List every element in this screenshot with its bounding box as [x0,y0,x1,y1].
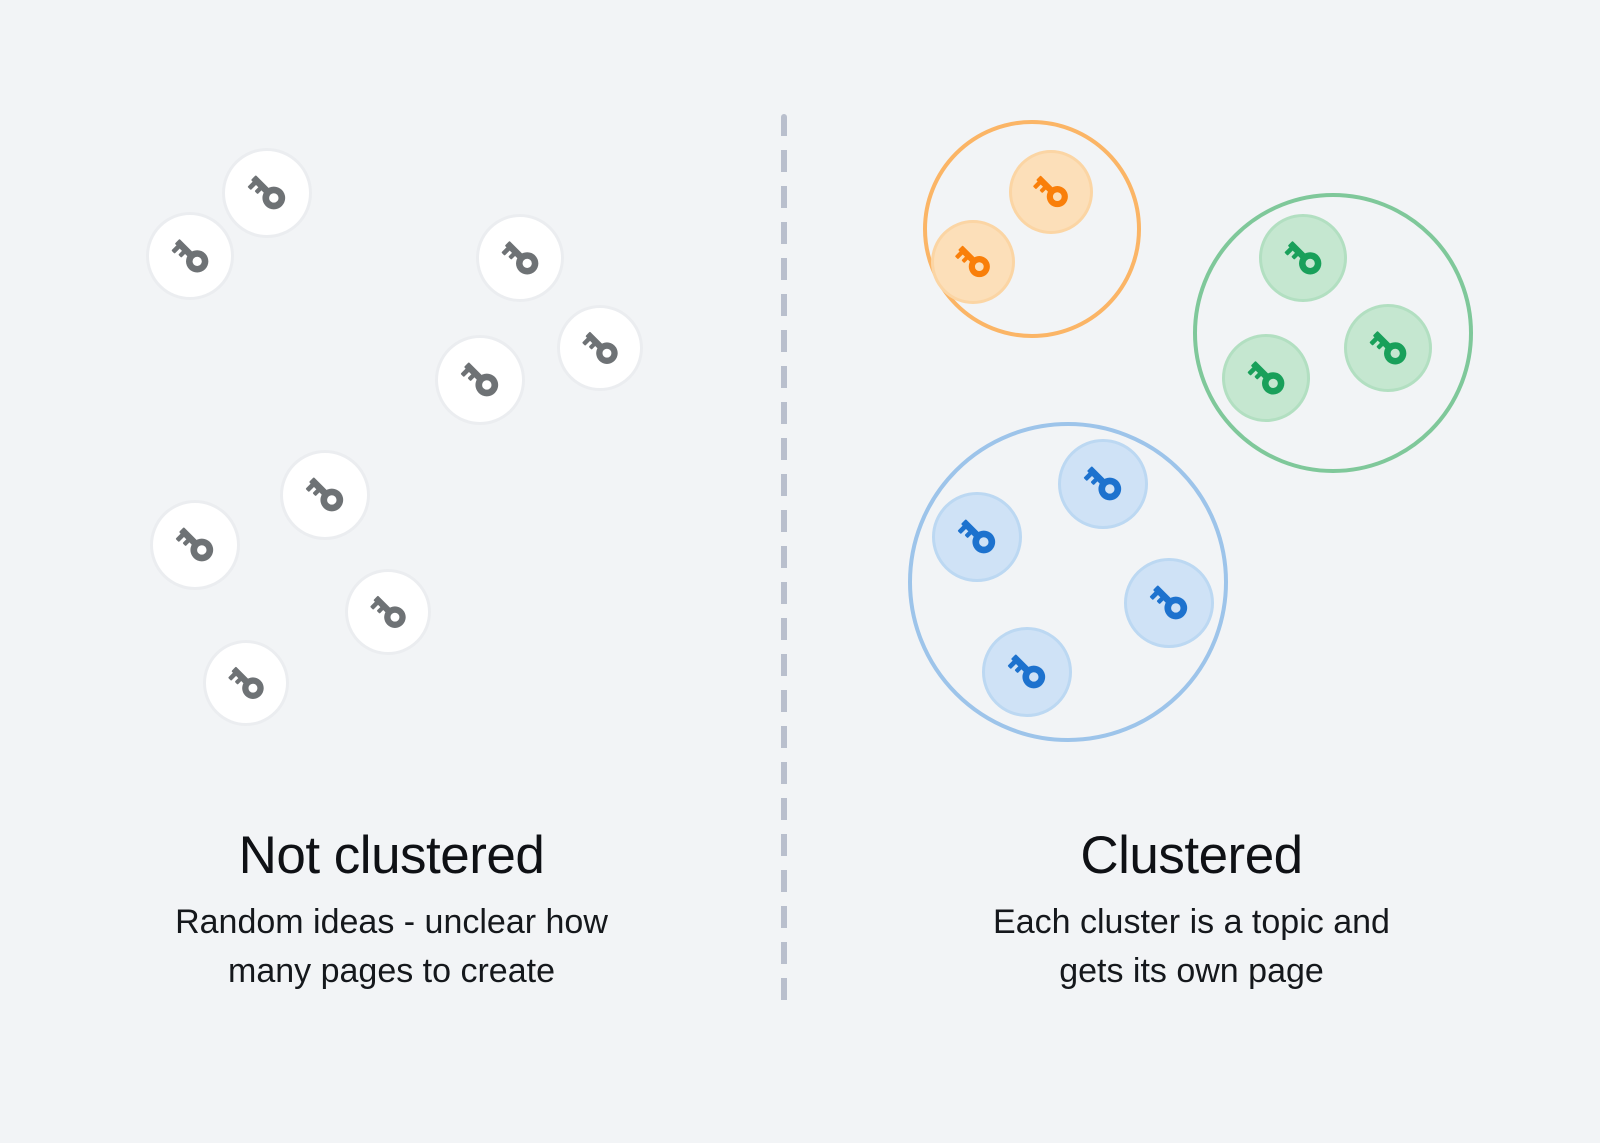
key-node[interactable] [146,212,234,300]
key-icon [501,240,538,275]
key-node[interactable] [931,220,1015,304]
key-icon [175,527,214,562]
clustered-subtitle: Each cluster is a topic and gets its own… [993,903,1390,991]
key-node[interactable] [476,214,564,302]
panel-clustered: Clustered Each cluster is a topic and ge… [783,0,1600,1143]
key-node[interactable] [345,569,431,655]
clustered-title: Clustered [1080,826,1303,885]
key-icon [1149,585,1188,620]
cluster-green-ring[interactable] [1193,193,1473,473]
key-node[interactable] [557,305,643,391]
cluster-orange-ring[interactable] [923,120,1141,338]
key-icon [1369,330,1406,365]
key-icon [957,519,996,554]
panel-not-clustered: Not clustered Random ideas - unclear how… [0,0,783,1143]
key-icon [1083,466,1122,501]
key-node[interactable] [932,492,1022,582]
key-icon [171,238,208,273]
caption-not-clustered: Not clustered Random ideas - unclear how… [0,826,783,997]
key-icon [1247,360,1284,395]
key-node[interactable] [1058,439,1148,529]
key-node[interactable] [1009,150,1093,234]
cluster-blue-ring[interactable] [908,422,1228,742]
key-icon [581,331,618,364]
key-node[interactable] [280,450,370,540]
key-node[interactable] [435,335,525,425]
key-icon [305,477,344,512]
key-node[interactable] [1344,304,1432,392]
key-icon [1033,175,1068,208]
caption-clustered: Clustered Each cluster is a topic and ge… [783,826,1600,997]
key-icon [247,175,286,210]
key-node[interactable] [982,627,1072,717]
key-node[interactable] [1222,334,1310,422]
key-node[interactable] [1259,214,1347,302]
key-icon [1284,240,1321,275]
key-node[interactable] [203,640,289,726]
key-node[interactable] [150,500,240,590]
key-node[interactable] [222,148,312,238]
key-icon [227,666,264,699]
key-node[interactable] [1124,558,1214,648]
key-icon [369,595,406,628]
key-icon [460,362,499,397]
not-clustered-title: Not clustered [238,826,545,885]
panel-divider-dashed-line [781,114,787,1012]
key-icon [1007,654,1046,689]
not-clustered-subtitle: Random ideas - unclear how many pages to… [175,903,608,991]
key-icon [955,245,990,278]
